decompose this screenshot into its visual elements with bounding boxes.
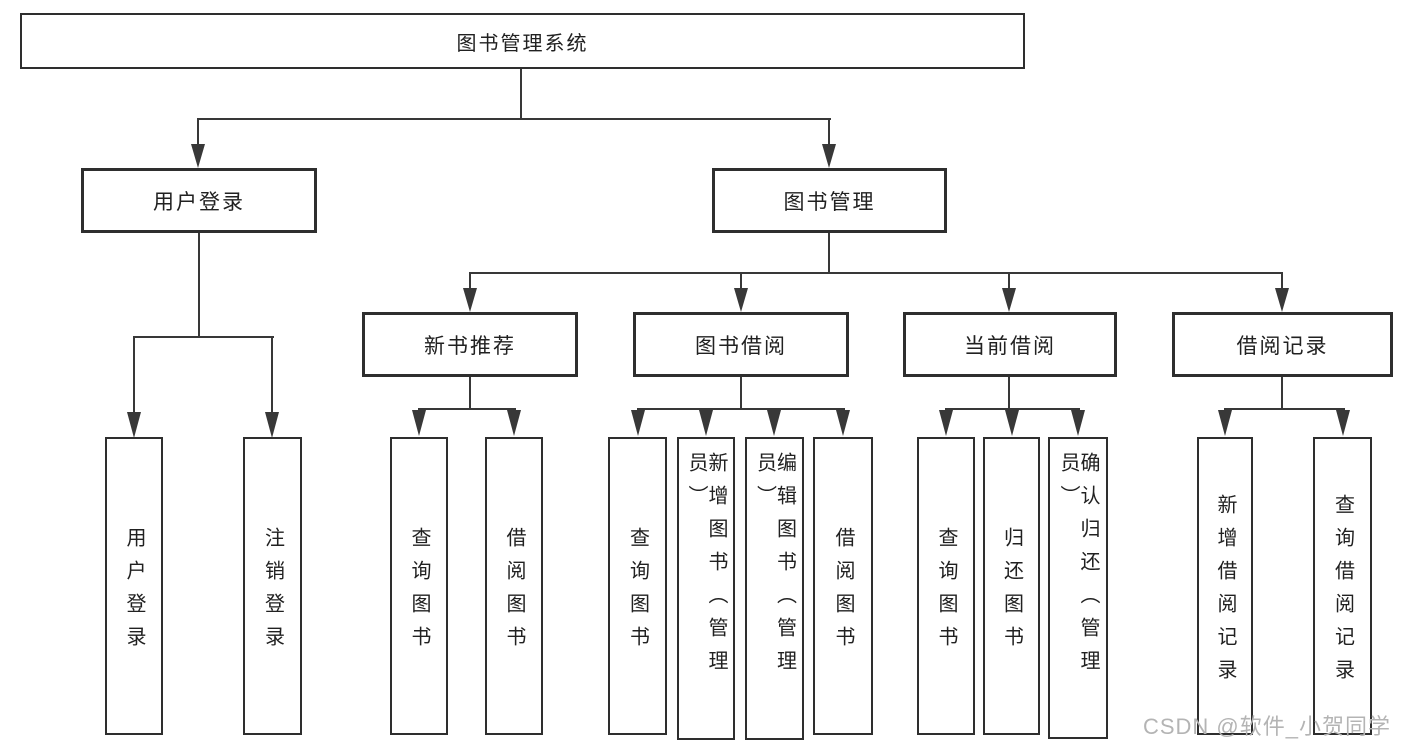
arrow-down-icon [1005, 410, 1019, 436]
watermark: CSDN @软件_小贺同学 [1142, 714, 1391, 739]
node-label: 查询图书 [408, 526, 430, 659]
leaf-add-borrow-record: 新增借阅记录 [1197, 437, 1253, 735]
connector-line [133, 336, 274, 338]
node-borrow-records: 借阅记录 [1172, 312, 1393, 377]
arrow-down-icon [507, 410, 521, 436]
node-label: 用户登录 [153, 190, 245, 214]
leaf-query-books-recommend: 查询图书 [390, 437, 448, 735]
node-book-borrow: 图书借阅 [633, 312, 849, 377]
node-label: 新书推荐 [424, 334, 516, 358]
arrow-down-icon [127, 412, 141, 438]
arrow-down-icon [1218, 410, 1232, 436]
arrow-down-icon [265, 412, 279, 438]
leaf-add-book-admin: 新增图书（管理员） [677, 437, 735, 740]
node-label: 图书管理系统 [456, 32, 589, 55]
node-label: 注销登录 [261, 526, 284, 659]
arrow-down-icon [191, 144, 205, 168]
leaf-borrow-books-recommend: 借阅图书 [485, 437, 543, 735]
node-label: 当前借阅 [964, 334, 1056, 358]
leaf-logout: 注销登录 [243, 437, 302, 735]
leaf-query-borrow-record: 查询借阅记录 [1313, 437, 1372, 735]
node-label: 查询借阅记录 [1331, 493, 1354, 692]
arrow-down-icon [939, 410, 953, 436]
node-new-book-recommend: 新书推荐 [362, 312, 578, 377]
node-library-system: 图书管理系统 [20, 13, 1025, 69]
node-label: 图书借阅 [695, 334, 787, 358]
node-label: 编辑图书（管理员） [753, 452, 796, 683]
node-label: 图书管理 [783, 190, 876, 214]
connector-line [469, 272, 1283, 274]
connector-line [1008, 274, 1010, 289]
connector-line [740, 377, 742, 410]
arrow-down-icon [1336, 410, 1350, 436]
leaf-query-books-current: 查询图书 [917, 437, 975, 735]
connector-line [198, 233, 200, 338]
leaf-return-book: 归还图书 [983, 437, 1040, 735]
node-current-borrow: 当前借阅 [903, 312, 1117, 377]
node-label: 新增图书（管理员） [685, 452, 727, 683]
connector-line [271, 338, 273, 414]
connector-line [133, 338, 135, 414]
arrow-down-icon [699, 410, 713, 436]
connector-line [637, 408, 845, 410]
arrow-down-icon [412, 410, 426, 436]
node-label: 归还图书 [1000, 526, 1023, 659]
connector-line [1281, 274, 1283, 289]
connector-line [520, 69, 522, 120]
node-label: 用户登录 [123, 526, 145, 659]
arrow-down-icon [631, 410, 645, 436]
connector-line [197, 118, 831, 120]
leaf-query-books-borrow: 查询图书 [608, 437, 667, 735]
connector-line [945, 408, 1080, 410]
arrow-down-icon [1275, 288, 1289, 312]
node-label: 查询图书 [935, 526, 957, 659]
connector-line [828, 120, 830, 145]
connector-line [418, 408, 516, 410]
arrow-down-icon [767, 410, 781, 436]
leaf-borrow-books: 借阅图书 [813, 437, 873, 735]
connector-line [1224, 408, 1345, 410]
leaf-user-login: 用户登录 [105, 437, 163, 735]
node-label: 确认归还（管理员） [1057, 452, 1099, 683]
connector-line [469, 377, 471, 410]
connector-line [1008, 377, 1010, 410]
arrow-down-icon [463, 288, 477, 312]
arrow-down-icon [734, 288, 748, 312]
connector-line [740, 274, 742, 289]
connector-line [828, 233, 830, 274]
node-user-login: 用户登录 [81, 168, 317, 233]
arrow-down-icon [822, 144, 836, 168]
node-label: 借阅图书 [832, 526, 854, 659]
connector-line [469, 274, 471, 289]
node-label: 借阅记录 [1236, 334, 1329, 358]
node-label: 查询图书 [626, 526, 649, 659]
leaf-confirm-return-admin: 确认归还（管理员） [1048, 437, 1108, 739]
arrow-down-icon [1002, 288, 1016, 312]
connector-line [197, 120, 199, 145]
node-book-management: 图书管理 [712, 168, 947, 233]
connector-line [1281, 377, 1283, 410]
arrow-down-icon [1071, 410, 1085, 436]
leaf-edit-book-admin: 编辑图书（管理员） [745, 437, 804, 740]
node-label: 借阅图书 [503, 526, 525, 659]
arrow-down-icon [836, 410, 850, 436]
node-label: 新增借阅记录 [1214, 493, 1236, 692]
